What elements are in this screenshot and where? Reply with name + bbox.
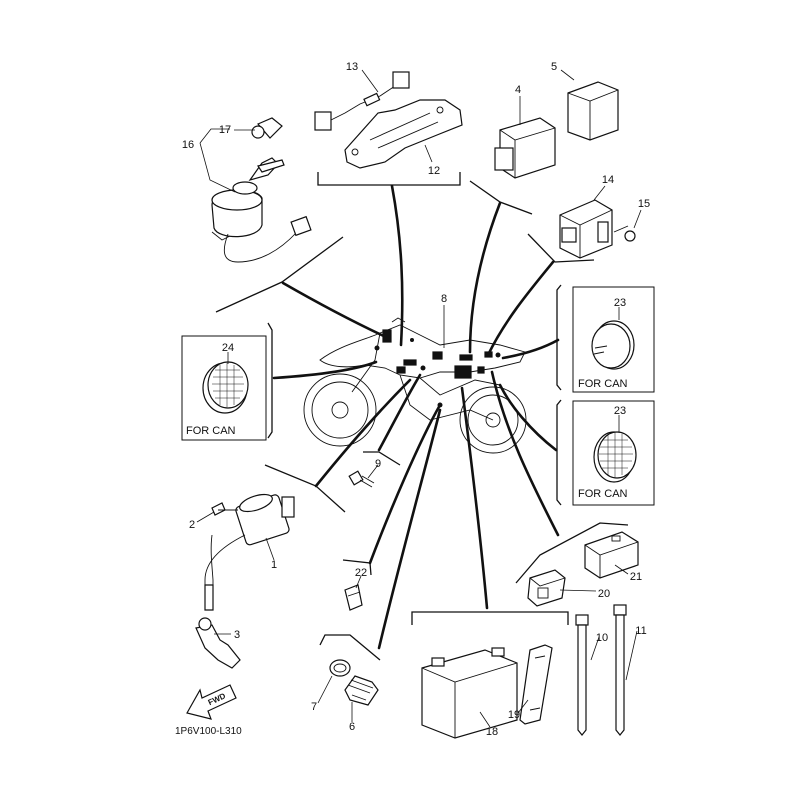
callout-17: 17 [219,124,231,136]
battery-strap [519,644,553,725]
callout-19: 19 [508,709,520,721]
main-switch-assembly [211,117,312,263]
callout-24: 24 [222,342,234,354]
cable-ties [575,604,627,736]
callout-6: 6 [349,721,355,733]
ignition-coil-assembly [195,493,295,669]
callout-10: 10 [596,632,608,644]
group-brackets [215,172,629,661]
callout-13: 13 [346,61,358,73]
callout-21: 21 [630,571,642,583]
callout-9: 9 [375,458,381,470]
fwd-arrow-icon: FWD [186,684,237,720]
callout-15: 15 [638,198,650,210]
callout-23-top: 23 [614,297,626,309]
connector-lines [272,184,560,650]
inset-left-for-can [181,335,267,441]
diagram-code: 1P6V100-L310 [175,726,242,737]
callout-7: 7 [311,701,317,713]
callout-22: 22 [355,567,367,579]
callout-8: 8 [441,293,447,305]
callout-2: 2 [189,519,195,531]
inset-right-bottom-label: FOR CAN [578,488,628,500]
neutral-switch-assembly [329,659,379,706]
motorcycle-silhouette [303,317,527,454]
inset-left-label: FOR CAN [186,425,236,437]
cdi-unit-assembly [494,81,619,179]
inset-right-top-label: FOR CAN [578,378,628,390]
bolt-part [348,470,375,488]
callout-5: 5 [551,61,557,73]
relay-assembly [559,199,636,259]
callout-20: 20 [598,588,610,600]
callout-18: 18 [486,726,498,738]
fuse-part [344,584,363,611]
callout-23-bottom: 23 [614,405,626,417]
callout-12: 12 [428,165,440,177]
callout-14: 14 [602,174,614,186]
callout-11: 11 [635,625,646,637]
wire-harness-assembly [314,71,463,169]
inset-right-bottom-for-can [572,400,655,506]
callout-3: 3 [234,629,240,641]
battery-icon [421,647,518,739]
connector-parts [527,531,639,607]
inset-right-top-for-can [572,286,655,393]
leader-lines [196,69,642,728]
callout-16: 16 [182,139,194,151]
callout-numbers: 13 12 4 5 14 15 8 9 17 16 1 2 3 7 6 22 1… [182,61,650,738]
callout-1: 1 [271,559,277,571]
callout-4: 4 [515,84,521,96]
